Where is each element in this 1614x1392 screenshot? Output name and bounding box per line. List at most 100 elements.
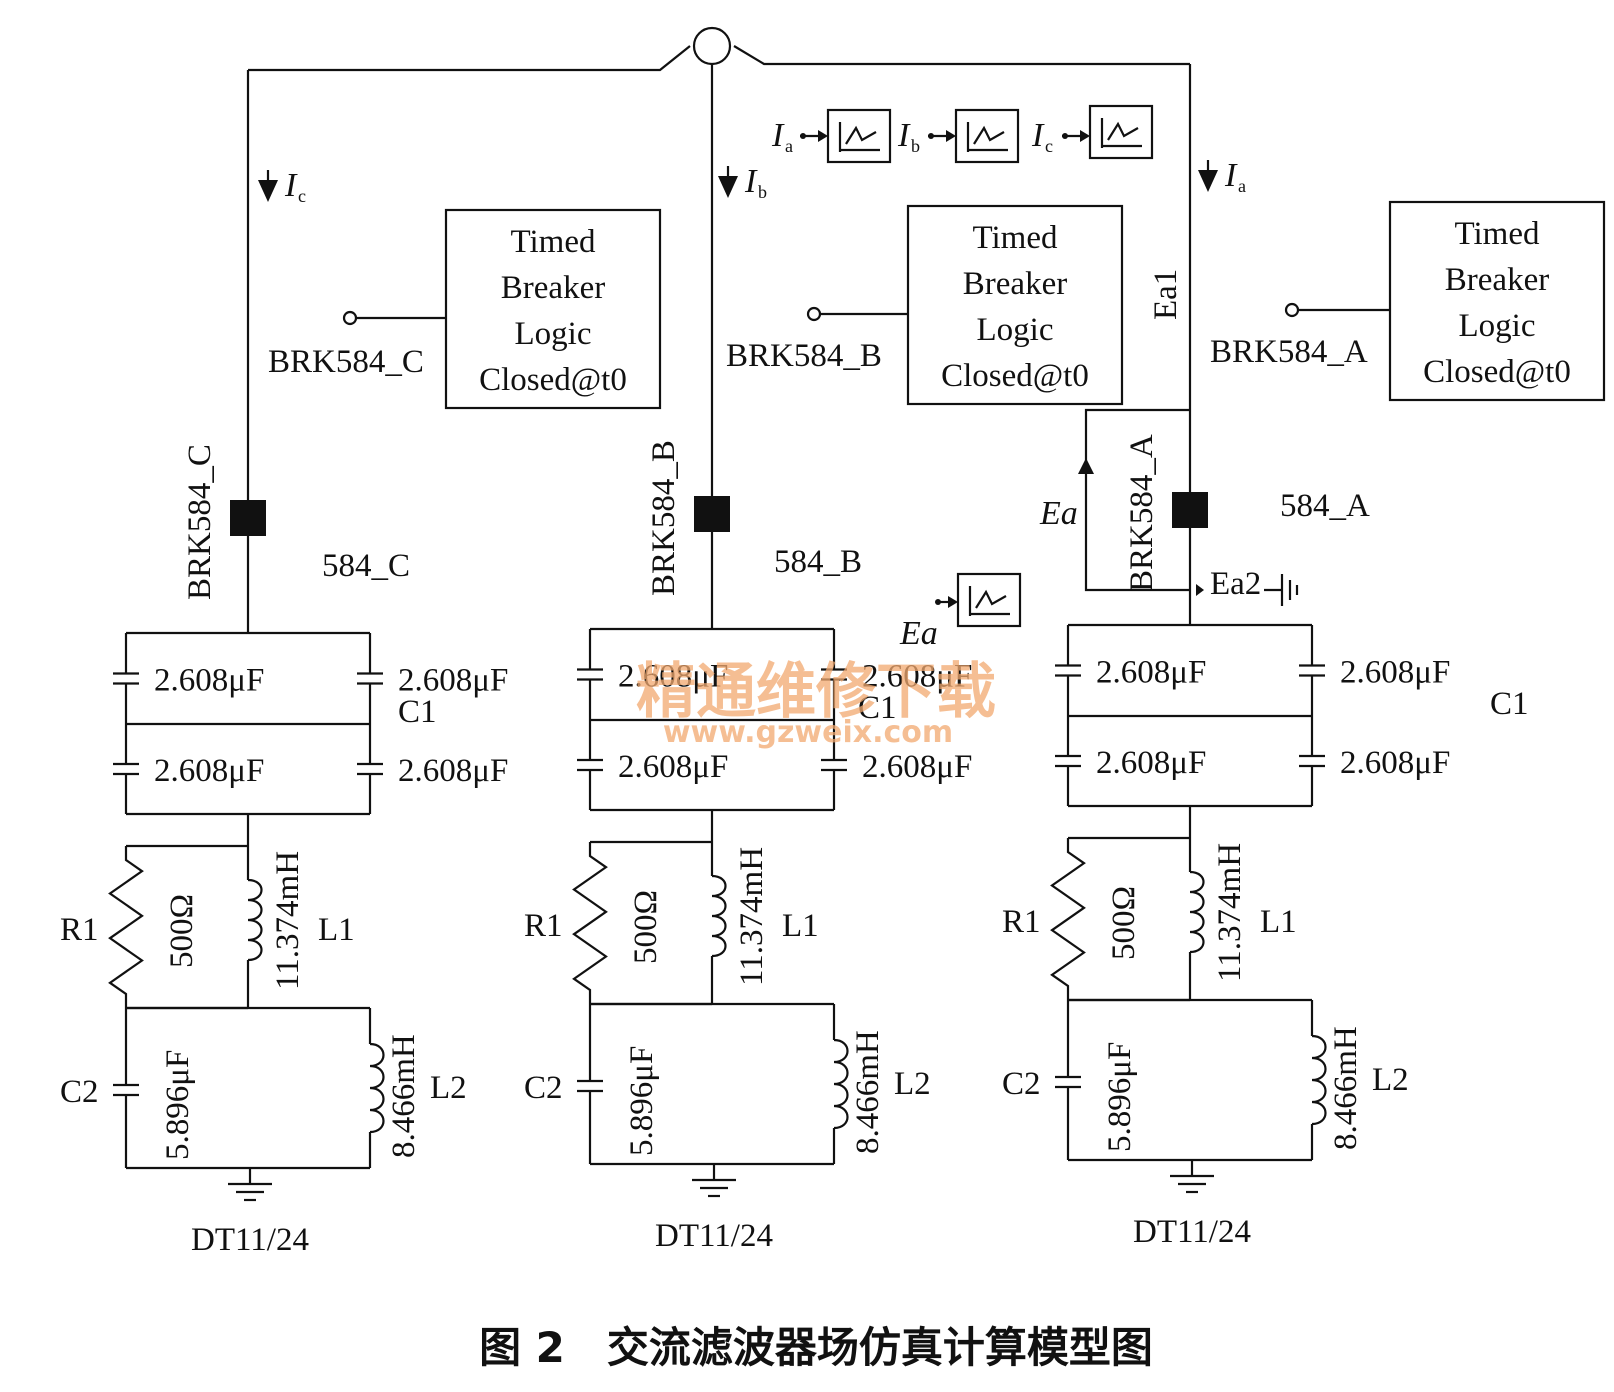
breaker-label-c: BRK584_C — [182, 444, 218, 600]
l1-value-label: 11.374mH — [734, 847, 770, 986]
svg-text:Closed@t0: Closed@t0 — [941, 358, 1089, 394]
svg-text:精通维修下载: 精通维修下载 — [636, 657, 996, 727]
l2-name-label: L2 — [894, 1066, 931, 1102]
c1-name-label: C1 — [398, 694, 437, 730]
svg-text:Timed: Timed — [511, 224, 596, 260]
c1-value-label: 2.608μF — [862, 659, 972, 695]
inductor-l1 — [1189, 870, 1205, 954]
current-label-b: I — [744, 163, 758, 200]
l2-name-label: L2 — [1372, 1062, 1409, 1098]
svg-text:Closed@t0: Closed@t0 — [479, 362, 627, 398]
ea2-label: Ea2 — [1210, 566, 1261, 602]
filter-branch-a: BRK584_A 584_A 2.608μF 2.608μF 2.608μF 2.608μ… — [1002, 434, 1529, 1250]
breaker-logic-a: Timed Breaker Logic Closed@t0 BRK584_A — [1210, 200, 1606, 402]
l2-name-label: L2 — [430, 1070, 467, 1106]
phase-c-current-arrow: I c — [258, 167, 306, 206]
resistor-r1 — [108, 846, 144, 1008]
svg-text:c: c — [298, 186, 306, 206]
current-label-a: I — [1224, 157, 1238, 194]
resistor-r1 — [1050, 838, 1086, 1000]
svg-text:Breaker: Breaker — [501, 270, 605, 306]
meter-ia: I a — [771, 108, 892, 164]
resistor-r1 — [572, 842, 608, 1004]
breaker-b — [694, 496, 730, 532]
current-meters: I a I b I c — [771, 104, 1154, 164]
ground-label: DT11/24 — [1133, 1214, 1251, 1250]
meter-ib: I b — [897, 108, 1020, 164]
inductor-l2 — [369, 1042, 385, 1134]
signal-brk584-b: BRK584_B — [726, 338, 882, 374]
inductor-l1 — [711, 874, 727, 958]
svg-text:Logic: Logic — [977, 312, 1054, 348]
svg-text:I: I — [897, 117, 911, 154]
top-bus — [246, 26, 1192, 633]
svg-text:a: a — [1238, 176, 1246, 196]
svg-text:www.gzweix.com: www.gzweix.com — [663, 715, 953, 750]
svg-text:Breaker: Breaker — [963, 266, 1067, 302]
breaker-c — [230, 500, 266, 536]
c1-value-label: 2.608μF — [862, 749, 972, 785]
node-label-a: 584_A — [1280, 488, 1370, 524]
svg-text:Ea: Ea — [899, 615, 938, 652]
c2-name-label: C2 — [524, 1070, 563, 1106]
c1-name-label: C1 — [858, 690, 897, 726]
svg-text:Timed: Timed — [1455, 216, 1540, 252]
r1-value-label: 500Ω — [1106, 886, 1142, 960]
breaker-label-b: BRK584_B — [646, 440, 682, 596]
svg-text:Breaker: Breaker — [1445, 262, 1549, 298]
c2-value-label: 5.896μF — [160, 1050, 196, 1160]
l1-value-label: 11.374mH — [1212, 843, 1248, 982]
r1-name-label: R1 — [524, 908, 563, 944]
c1-value-label: 2.608μF — [1096, 655, 1206, 691]
c1-value-label: 2.608μF — [154, 663, 264, 699]
svg-text:Timed: Timed — [973, 220, 1058, 256]
svg-text:b: b — [758, 182, 767, 202]
breaker-label-a: BRK584_A — [1124, 434, 1160, 592]
ea1-label: Ea1 — [1148, 269, 1184, 320]
l1-name-label: L1 — [1260, 904, 1297, 940]
phase-a-current-arrow: I a — [1198, 157, 1246, 196]
inductor-l2 — [833, 1038, 849, 1130]
c1-name-label: C1 — [1490, 686, 1529, 722]
phase-b-current-arrow: I b — [718, 163, 767, 202]
breaker-logic-b: Timed Breaker Logic Closed@t0 BRK584_B — [726, 204, 1124, 406]
signal-brk584-c: BRK584_C — [268, 344, 424, 380]
inductor-l2 — [1311, 1034, 1327, 1126]
svg-text:Closed@t0: Closed@t0 — [1423, 354, 1571, 390]
signal-brk584-a: BRK584_A — [1210, 334, 1368, 370]
svg-text:Ea: Ea — [1039, 495, 1078, 532]
c1-value-label: 2.608μF — [154, 753, 264, 789]
l2-value-label: 8.466mH — [386, 1034, 422, 1158]
c1-value-label: 2.608μF — [1096, 745, 1206, 781]
watermark: 精通维修下载 www.gzweix.com — [636, 657, 996, 750]
figure-caption: 图 2 交流滤波器场仿真计算模型图 — [479, 1323, 1153, 1372]
c1-value-label: 2.608μF — [398, 663, 508, 699]
c2-value-label: 5.896μF — [1102, 1042, 1138, 1152]
l1-value-label: 11.374mH — [270, 851, 306, 990]
svg-text:I: I — [1031, 117, 1045, 154]
svg-text:b: b — [911, 136, 920, 156]
inductor-l1 — [247, 878, 263, 962]
c1-value-label: 2.608μF — [618, 659, 728, 695]
l2-value-label: 8.466mH — [850, 1030, 886, 1154]
l1-name-label: L1 — [318, 912, 355, 948]
c1-value-label: 2.608μF — [1340, 655, 1450, 691]
r1-name-label: R1 — [1002, 904, 1041, 940]
svg-text:c: c — [1045, 136, 1053, 156]
svg-text:Logic: Logic — [515, 316, 592, 352]
c2-name-label: C2 — [1002, 1066, 1041, 1102]
c1-value-label: 2.608μF — [398, 753, 508, 789]
breaker-logic-c: Timed Breaker Logic Closed@t0 BRK584_C — [268, 208, 662, 410]
ea-voltage-loop: Ea Ea2 — [1039, 408, 1299, 606]
c1-value-label: 2.608μF — [1340, 745, 1450, 781]
c2-value-label: 5.896μF — [624, 1046, 660, 1156]
svg-text:Logic: Logic — [1459, 308, 1536, 344]
ground-label: DT11/24 — [191, 1222, 309, 1258]
meter-ic: I c — [1031, 104, 1154, 160]
ea-scope: Ea — [899, 572, 1022, 652]
svg-text:a: a — [785, 136, 793, 156]
